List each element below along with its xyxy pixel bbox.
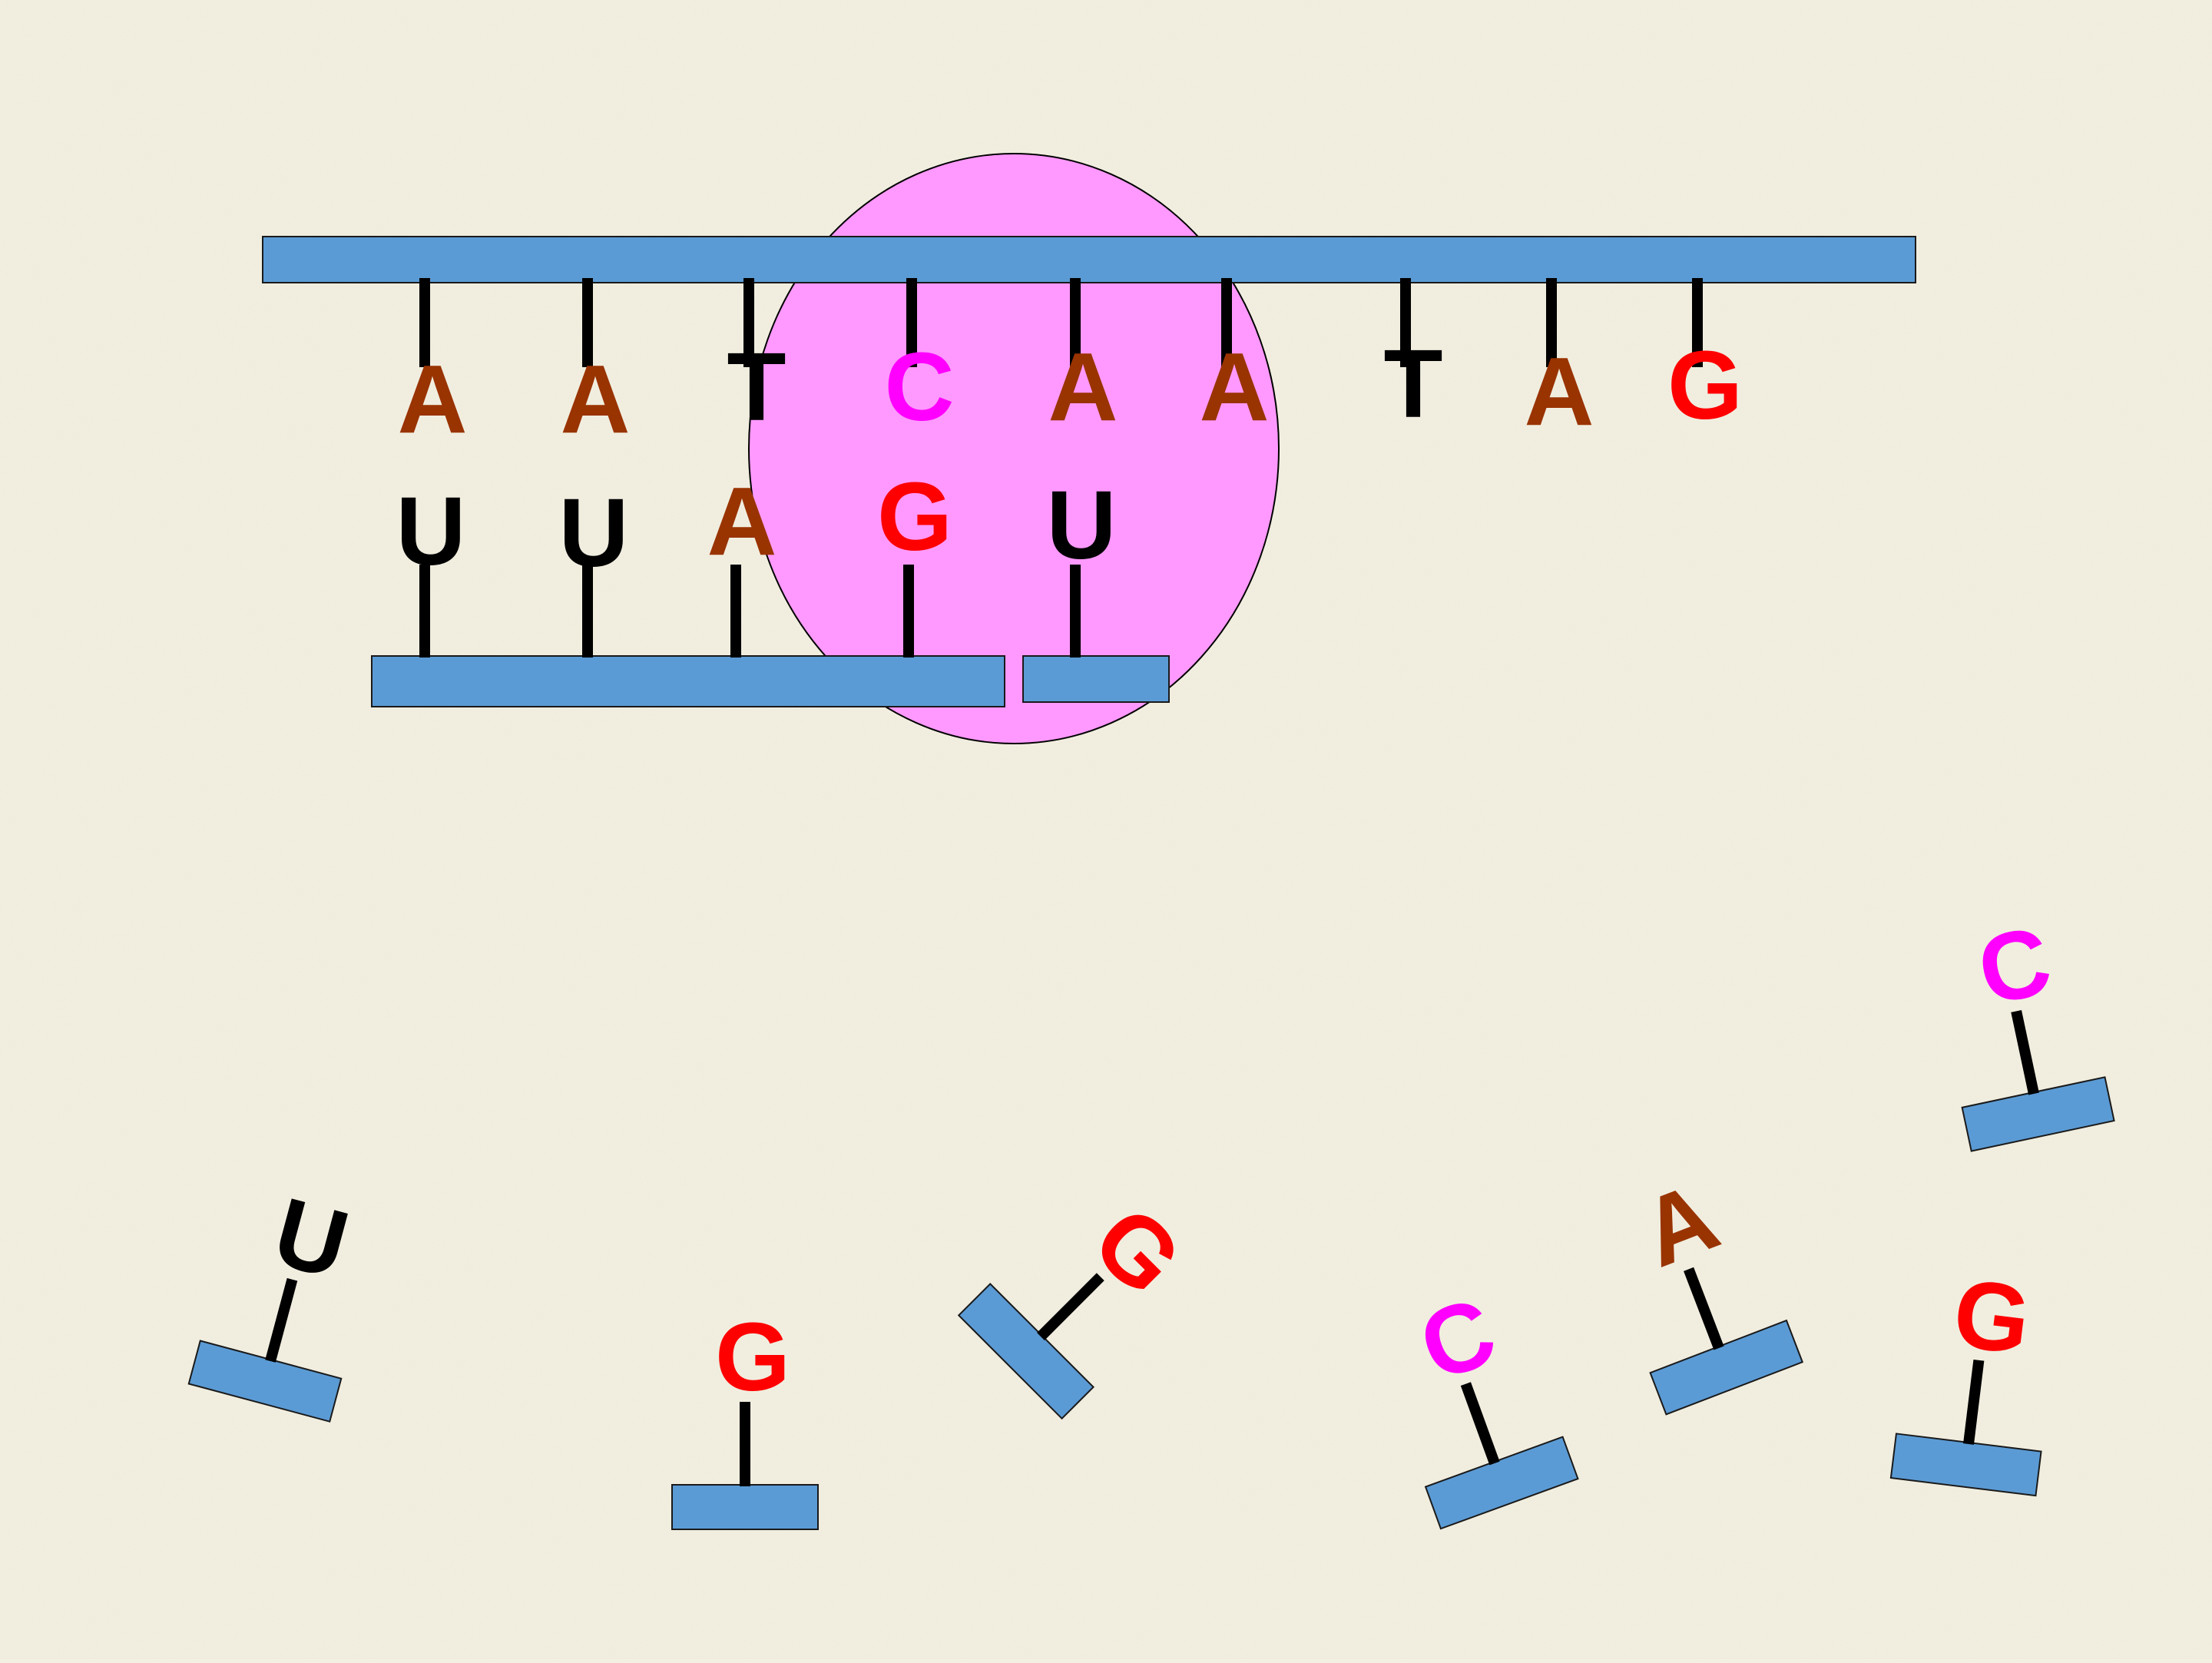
nucleotide-base-G: G	[715, 1303, 790, 1411]
rna-base-A: A	[707, 467, 777, 575]
nucleotide-sugar-block	[671, 1484, 819, 1530]
nucleotide-stick	[2011, 1009, 2039, 1095]
nucleotide-base-G: G	[1948, 1258, 2035, 1375]
dna-base-T: T	[727, 333, 786, 441]
nucleotide-stick	[1037, 1273, 1104, 1340]
free-nucleotide-G: G	[1889, 1258, 2042, 1497]
rna-base-U: U	[1047, 471, 1117, 579]
dna-base-A: A	[398, 345, 468, 453]
dna-base-G: G	[1667, 331, 1743, 439]
rna-backbone	[371, 655, 1005, 707]
rna-base-U: U	[559, 479, 629, 587]
free-nucleotide-C: C	[1406, 1276, 1579, 1530]
dna-backbone	[262, 236, 1916, 283]
dna-base-A: A	[1200, 333, 1270, 441]
nucleotide-stick	[1963, 1359, 1985, 1445]
rna-polymerase	[748, 153, 1280, 744]
dna-base-C: C	[885, 333, 955, 441]
rna-backbone-new-segment	[1022, 655, 1170, 703]
nucleotide-stick	[1684, 1267, 1724, 1350]
rna-base-U: U	[396, 477, 466, 585]
dna-base-T: T	[1384, 330, 1443, 438]
rna-base-G: G	[877, 462, 952, 571]
free-nucleotide-G: G	[671, 1303, 819, 1530]
dna-base-A: A	[1048, 333, 1118, 441]
nucleotide-stick	[1460, 1382, 1500, 1466]
dna-base-A: A	[561, 345, 631, 453]
nucleotide-stick	[265, 1277, 298, 1363]
dna-base-A: A	[1525, 337, 1594, 446]
